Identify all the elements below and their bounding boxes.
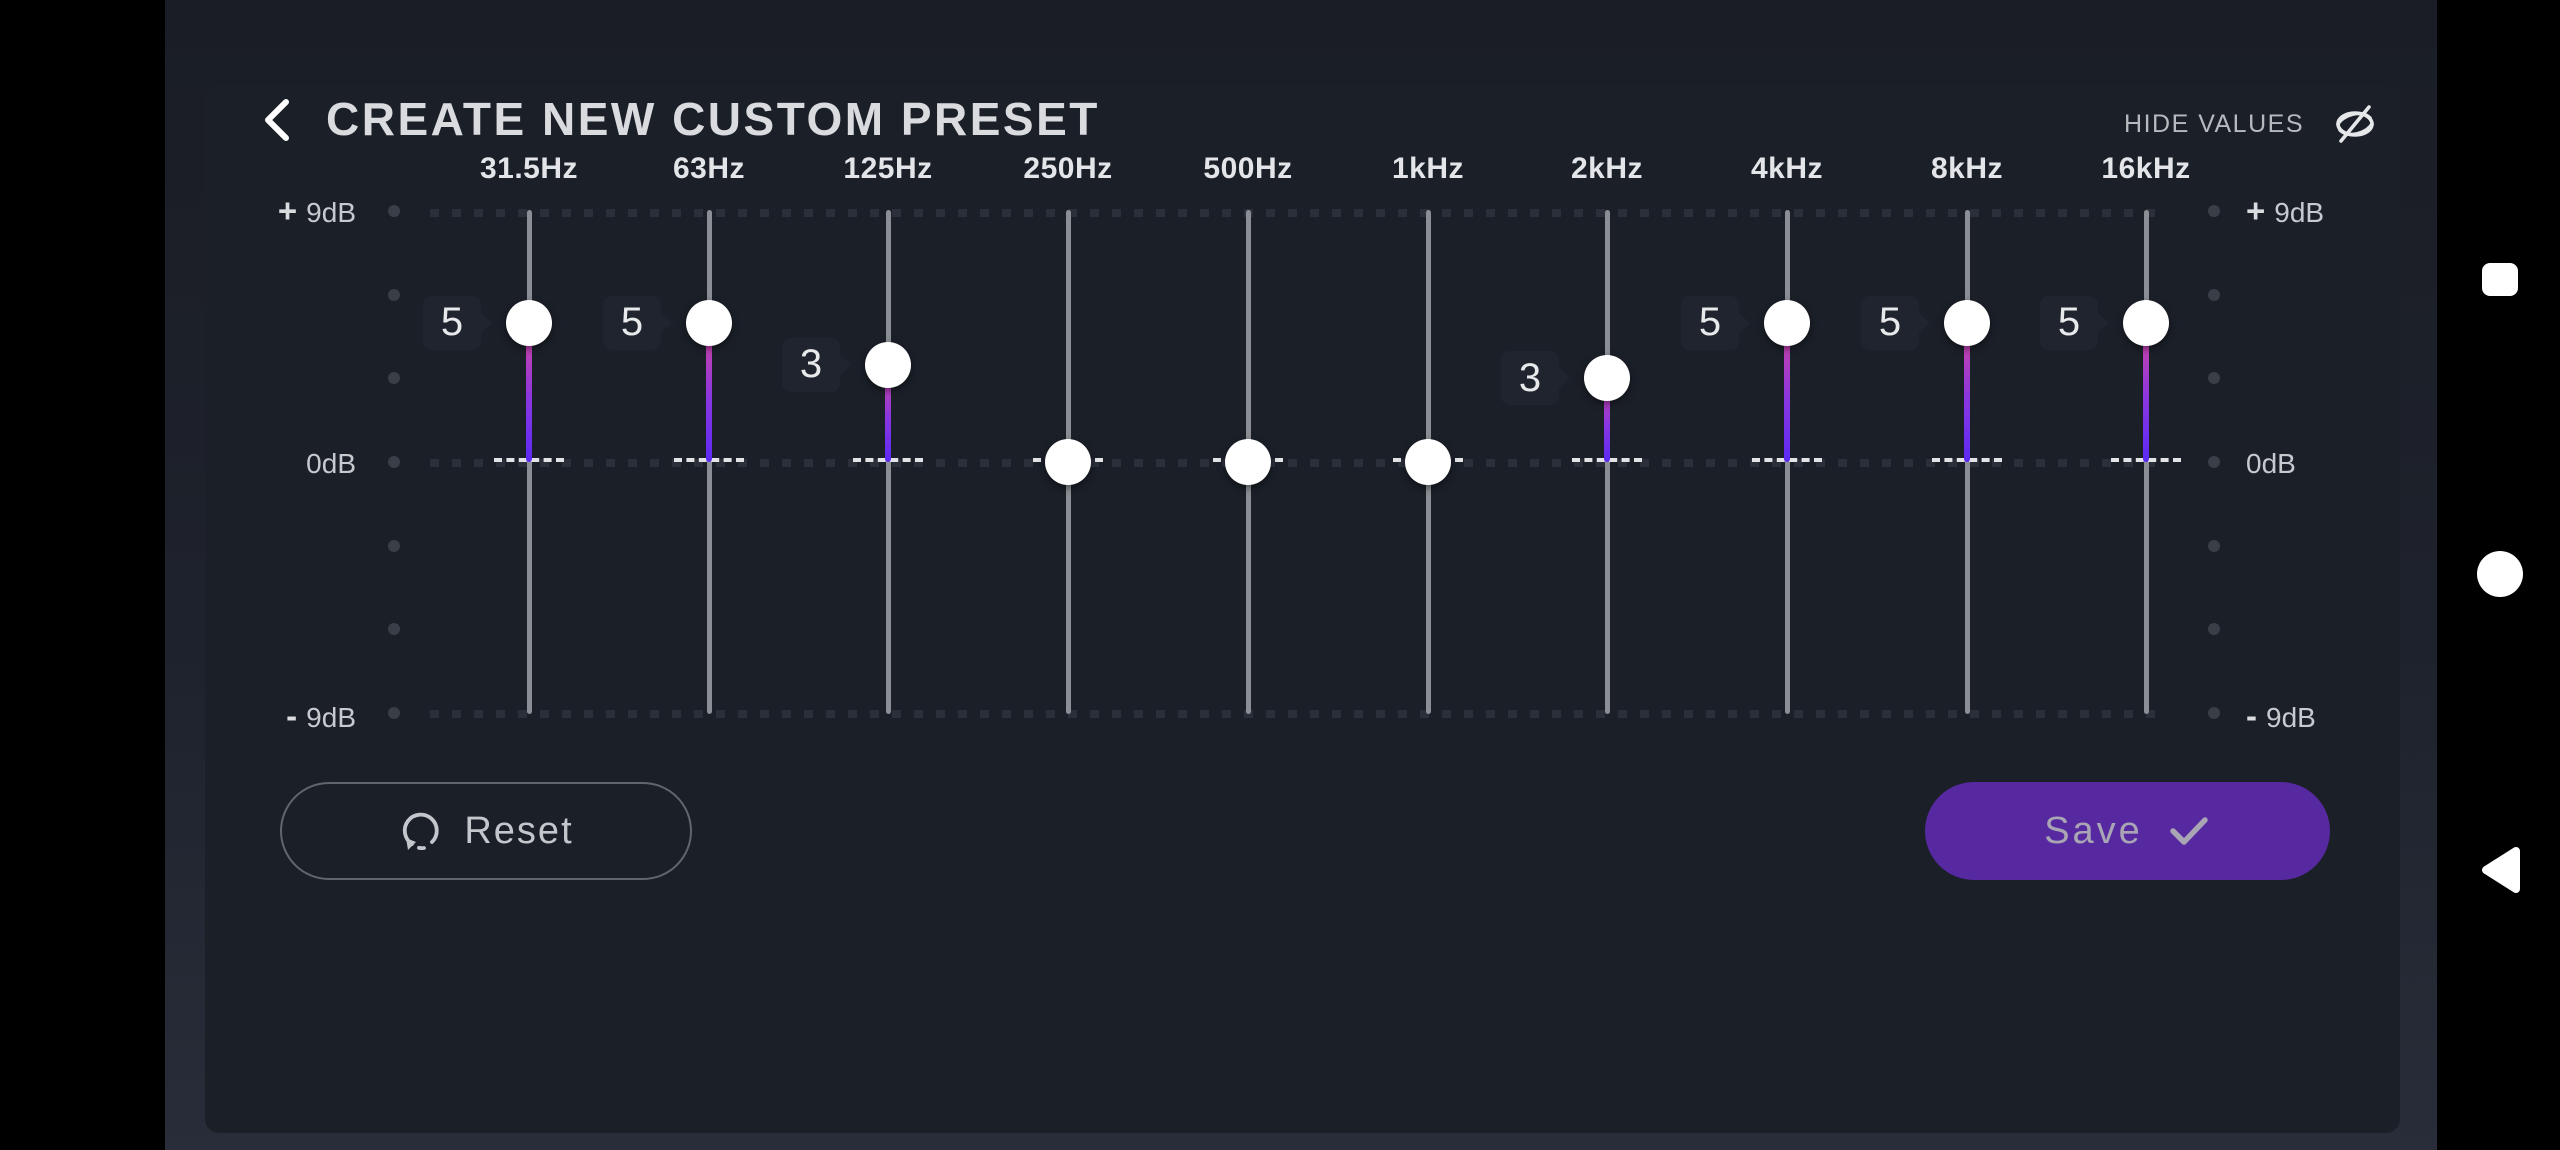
value-badge-4kHz: 5 — [1681, 295, 1750, 350]
eq-fill-8kHz — [1964, 322, 1970, 462]
eq-thumb-500Hz[interactable] — [1225, 439, 1271, 485]
zero-gridline — [430, 459, 2158, 467]
eq-thumb-250Hz[interactable] — [1045, 439, 1091, 485]
freq-label-125Hz: 125Hz — [843, 152, 933, 185]
db-label-minus9: -9dB — [2246, 696, 2316, 734]
scale-dot-left — [388, 456, 400, 468]
db-label-minus9: -9dB — [286, 696, 356, 734]
eq-track-125Hz[interactable] — [886, 210, 891, 714]
db-sign: + — [2246, 192, 2266, 230]
scale-dot-left — [388, 288, 400, 301]
reset-button[interactable]: Reset — [280, 782, 692, 880]
db-label-zero: 0dB — [2246, 448, 2296, 479]
eq-fill-125Hz — [885, 364, 891, 462]
eq-thumb-1kHz[interactable] — [1405, 439, 1451, 485]
eye-off-icon — [2336, 105, 2374, 143]
preset-editor-panel — [205, 85, 2400, 1133]
recents-square-icon[interactable] — [2482, 263, 2518, 296]
db-sign: + — [277, 192, 298, 230]
checkmark-icon — [2170, 817, 2208, 845]
freq-label-1kHz: 1kHz — [1391, 152, 1465, 185]
eq-thumb-125Hz[interactable] — [865, 341, 911, 388]
scale-dot-right — [2208, 288, 2220, 301]
eq-thumb-63Hz[interactable] — [686, 299, 732, 346]
scale-dot-right — [2208, 623, 2220, 636]
db-label-zero: 0dB — [306, 448, 356, 479]
chevron-left-icon — [265, 99, 289, 141]
eq-thumb-16kHz[interactable] — [2123, 299, 2169, 346]
eq-fill-31.5Hz — [526, 322, 532, 462]
eq-fill-2kHz — [1604, 378, 1610, 462]
eq-thumb-4kHz[interactable] — [1764, 299, 1810, 346]
plus9-gridline — [430, 209, 2158, 217]
eq-fill-16kHz — [2143, 322, 2149, 462]
db-sign: - — [2246, 696, 2257, 734]
back-button[interactable] — [252, 94, 304, 146]
page-title: CREATE NEW CUSTOM PRESET — [326, 93, 1100, 145]
eq-track-4kHz[interactable] — [1785, 210, 1790, 714]
freq-label-31.5Hz: 31.5Hz — [479, 152, 579, 185]
freq-label-2kHz: 2kHz — [1570, 152, 1644, 185]
value-badge-8kHz: 5 — [1861, 295, 1930, 350]
eq-fill-4kHz — [1784, 322, 1790, 462]
value-badge-63Hz: 5 — [603, 295, 672, 350]
db-label-plus9: +9dB — [2246, 192, 2325, 230]
eq-track-16kHz[interactable] — [2144, 210, 2149, 714]
eq-track-8kHz[interactable] — [1965, 210, 1970, 714]
hide-values-toggle[interactable]: HIDE VALUES — [2000, 98, 2380, 150]
scale-dot-left — [388, 706, 400, 719]
scale-dot-left — [388, 539, 400, 552]
freq-label-16kHz: 16kHz — [2101, 152, 2191, 185]
eq-track-2kHz[interactable] — [1605, 210, 1610, 714]
minus9-gridline — [430, 710, 2158, 718]
eq-track-63Hz[interactable] — [707, 210, 712, 714]
db-label-plus9: +9dB — [277, 192, 356, 230]
value-badge-2kHz: 3 — [1501, 351, 1570, 406]
freq-label-8kHz: 8kHz — [1930, 152, 2004, 185]
eq-thumb-8kHz[interactable] — [1944, 299, 1990, 346]
scale-dot-left — [388, 623, 400, 636]
save-button-label: Save — [2044, 809, 2143, 852]
scale-dot-right — [2208, 205, 2220, 218]
eq-track-31.5Hz[interactable] — [527, 210, 532, 714]
scale-dot-left — [388, 205, 400, 218]
reset-rotate-ccw-icon — [403, 812, 440, 851]
back-triangle-icon[interactable] — [2478, 845, 2522, 900]
home-circle-icon[interactable] — [2477, 551, 2523, 597]
eq-fill-63Hz — [706, 322, 712, 462]
scale-dot-right — [2208, 706, 2220, 719]
scale-dot-right — [2208, 372, 2220, 385]
scale-dot-left — [388, 372, 400, 385]
reset-button-label: Reset — [464, 809, 574, 852]
eq-thumb-2kHz[interactable] — [1584, 355, 1630, 402]
hide-values-label: HIDE VALUES — [2124, 109, 2304, 138]
value-badge-31.5Hz: 5 — [423, 295, 492, 350]
freq-label-500Hz: 500Hz — [1203, 152, 1293, 185]
freq-label-63Hz: 63Hz — [672, 152, 746, 185]
save-button[interactable]: Save — [1925, 782, 2330, 880]
scale-dot-right — [2208, 539, 2220, 552]
value-badge-125Hz: 3 — [782, 337, 851, 392]
freq-label-250Hz: 250Hz — [1023, 152, 1113, 185]
db-sign: - — [286, 696, 298, 734]
freq-label-4kHz: 4kHz — [1750, 152, 1824, 185]
eq-thumb-31.5Hz[interactable] — [506, 299, 552, 346]
value-badge-16kHz: 5 — [2040, 295, 2109, 350]
scale-dot-right — [2208, 456, 2220, 468]
